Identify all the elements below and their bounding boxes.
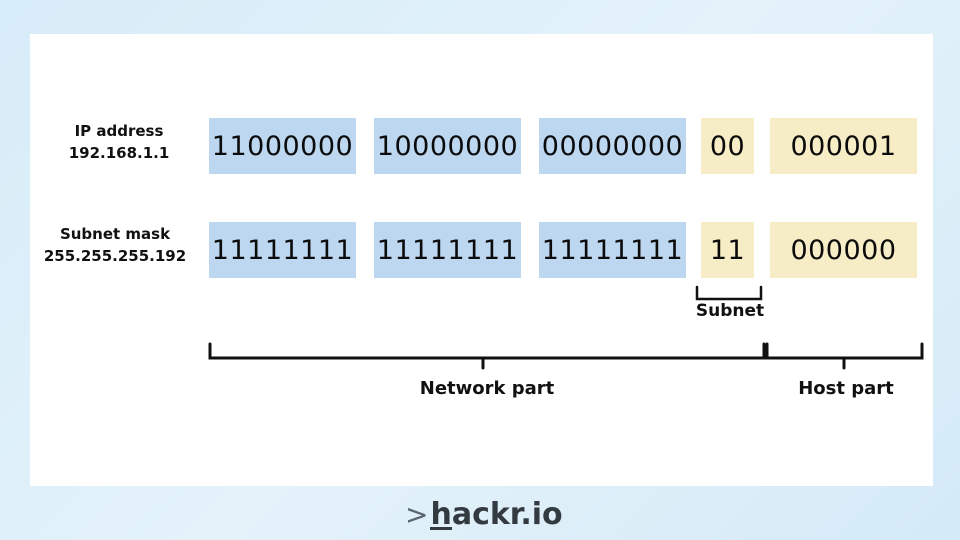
mask-subnet-bits: 11 (701, 222, 754, 278)
mask-octet-1: 11111111 (209, 222, 356, 278)
ip-address-label-value: 192.168.1.1 (68, 144, 170, 162)
ip-address-label: IP address 192.168.1.1 (34, 120, 204, 164)
ip-octet-1: 11000000 (209, 118, 356, 174)
chevron-icon: > (405, 497, 429, 531)
subnet-mask-label-value: 255.255.255.192 (43, 247, 187, 265)
subnet-caption: Subnet (695, 301, 765, 321)
ip-address-label-title: IP address (74, 122, 164, 140)
subnet-bracket (695, 285, 763, 301)
host-part-bracket (765, 342, 924, 370)
hackr-io-logo: > h ackr.io (405, 494, 563, 534)
logo-rest: ackr.io (451, 496, 563, 532)
mask-host-bits: 000000 (770, 222, 917, 278)
ip-subnet-bits: 00 (701, 118, 754, 174)
ip-octet-2: 10000000 (374, 118, 521, 174)
ip-host-bits: 000001 (770, 118, 917, 174)
network-part-bracket (208, 342, 766, 370)
subnet-mask-label-title: Subnet mask (59, 225, 171, 243)
network-part-caption: Network part (419, 378, 555, 399)
logo-first-letter: h (430, 496, 453, 532)
subnet-mask-label: Subnet mask 255.255.255.192 (30, 223, 200, 267)
ip-octet-3: 00000000 (539, 118, 686, 174)
mask-octet-3: 11111111 (539, 222, 686, 278)
mask-octet-2: 11111111 (374, 222, 521, 278)
host-part-caption: Host part (798, 378, 894, 399)
